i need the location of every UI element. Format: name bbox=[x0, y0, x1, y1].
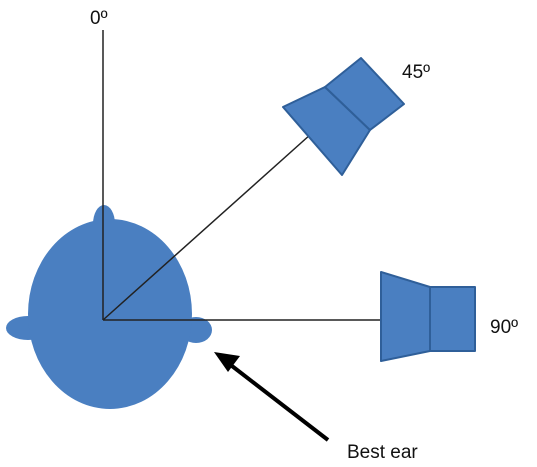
best-ear-arrow-head bbox=[214, 352, 240, 372]
speaker-90deg-box bbox=[429, 286, 476, 352]
axis-line-45deg bbox=[102, 133, 312, 321]
label-0deg: 0º bbox=[90, 8, 108, 29]
label-90deg: 90º bbox=[490, 317, 518, 338]
speaker-90deg-cone bbox=[380, 271, 431, 362]
best-ear-arrow-shaft bbox=[230, 364, 330, 442]
best-ear-arrow bbox=[214, 352, 330, 442]
head bbox=[6, 205, 212, 409]
label-45deg: 45º bbox=[402, 62, 430, 83]
speaker-45deg bbox=[282, 57, 405, 176]
speaker-45deg-box bbox=[324, 57, 405, 131]
speaker-90deg bbox=[380, 271, 476, 362]
label-best-ear: Best ear bbox=[347, 442, 418, 463]
